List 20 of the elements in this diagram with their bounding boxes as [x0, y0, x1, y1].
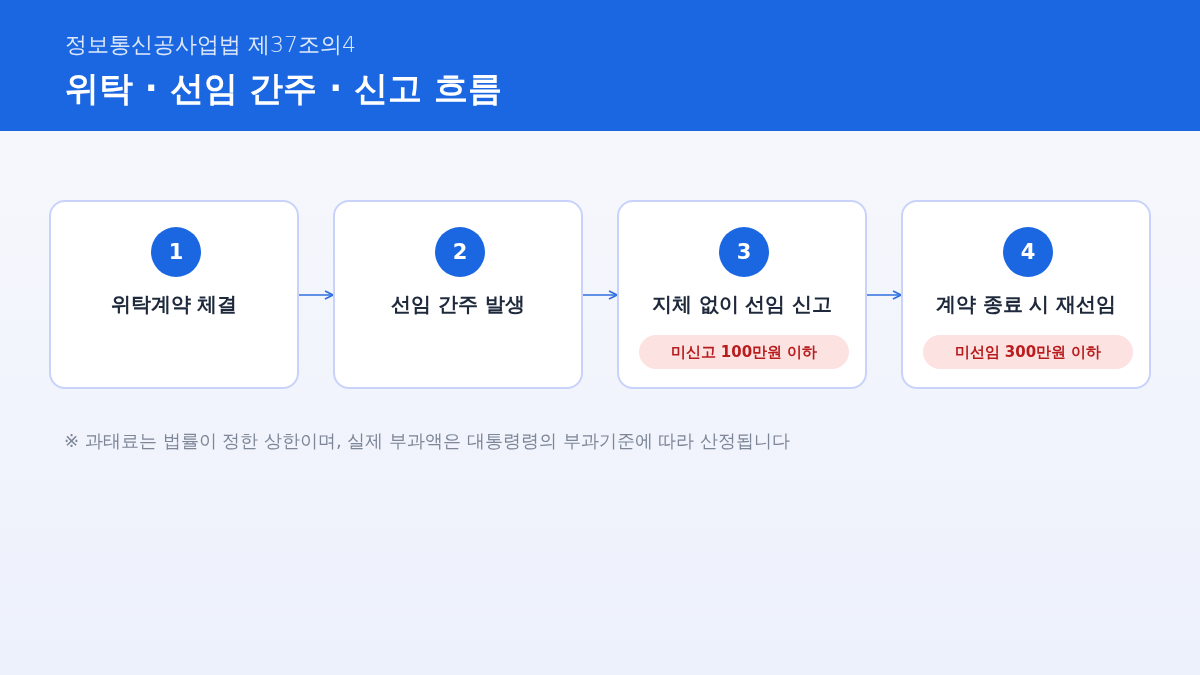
step-number-badge: 4: [1003, 227, 1053, 277]
step-title: 위탁계약 체결: [110, 291, 238, 317]
step-card: [901, 200, 1151, 389]
subtitle: 정보통신공사업법 제37조의4: [65, 31, 356, 59]
title: 위탁 · 선임 간주 · 신고 흐름: [65, 67, 502, 110]
step-title: 선임 간주 발생: [391, 291, 525, 317]
arrow: [866, 290, 902, 300]
step-card: [333, 200, 583, 389]
step-title: 계약 종료 시 재선임: [935, 291, 1117, 317]
fine-badge: 미선임 300만원 이하: [923, 335, 1133, 369]
fine-badge: 미신고 100만원 이하: [639, 335, 849, 369]
step-card: [49, 200, 299, 389]
step-title: 지체 없이 선임 신고: [651, 291, 833, 317]
arrow: [582, 290, 618, 300]
step-number-badge: 3: [719, 227, 769, 277]
arrow: [298, 290, 334, 300]
step-number-badge: 2: [435, 227, 485, 277]
note-text: ※ 과태료는 법률이 정한 상한이며, 실제 부과액은 대통령령의 부과기준에 따라 산정됩니다: [64, 429, 791, 453]
step-number-badge: 1: [151, 227, 201, 277]
step-card: [617, 200, 867, 389]
